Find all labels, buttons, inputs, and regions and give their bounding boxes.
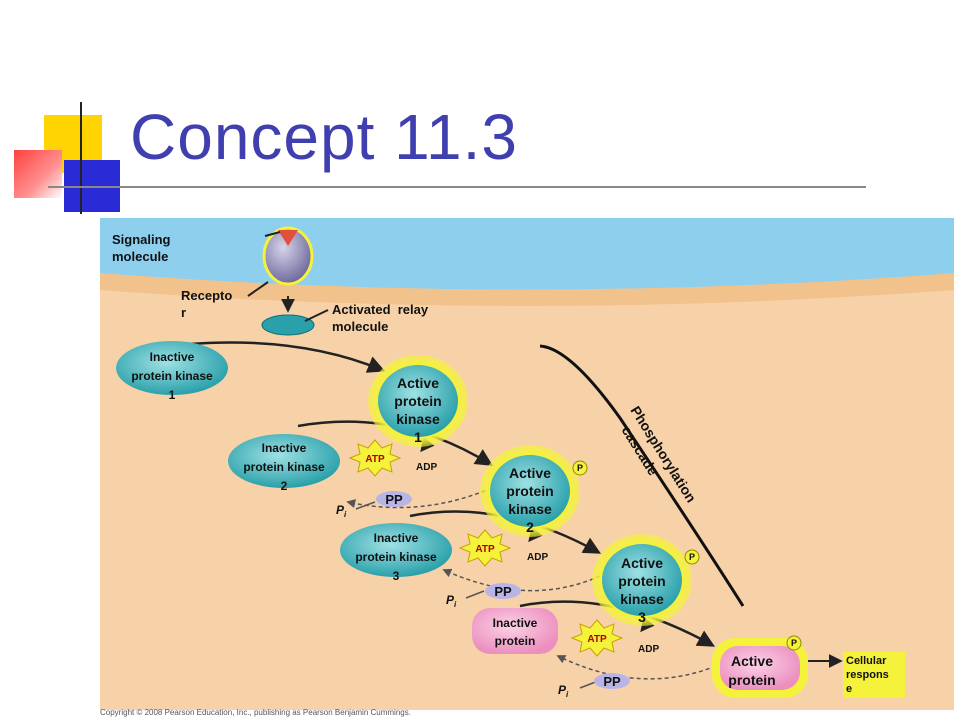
active-kinase-3-shape <box>602 544 682 616</box>
pi-label-2: Pi <box>446 593 457 609</box>
pp-oval-3 <box>594 673 630 689</box>
pp-oval-1 <box>376 491 412 507</box>
pi-label-3: Pi <box>558 683 569 699</box>
signaling-molecule-shape <box>278 230 298 246</box>
inactive-protein-shape <box>472 608 558 654</box>
pp-label-3: PP <box>603 674 621 689</box>
receptor-protein <box>262 226 314 286</box>
pp-label-1: PP <box>385 492 403 507</box>
atp-label-3: ATP <box>587 634 607 645</box>
decor-horizontal-line <box>48 186 866 188</box>
decor-red-square <box>14 150 62 198</box>
phosphate-label-4: P <box>791 638 797 648</box>
copyright-notice: Copyright © 2008 Pearson Education, Inc.… <box>100 708 411 717</box>
atp-burst-1 <box>348 439 402 477</box>
active-kinase-2-shape <box>490 455 570 527</box>
active-protein-shape <box>720 646 800 690</box>
atp-label-1: ATP <box>365 454 385 465</box>
adp-label-3: ADP <box>638 644 659 655</box>
atp-burst-3 <box>570 619 624 657</box>
phosphate-circle-4 <box>786 635 802 651</box>
decor-vertical-line <box>80 102 82 214</box>
pi-label-1: Pi <box>336 503 347 519</box>
phosphate-label-2: P <box>577 463 583 473</box>
inactive-kinase-1-shape <box>116 341 228 395</box>
adp-label-1: ADP <box>416 462 437 473</box>
active-kinase-1-shape <box>378 365 458 437</box>
phosphate-circle-3 <box>684 549 700 565</box>
pp-label-2: PP <box>494 584 512 599</box>
relay-molecule <box>261 314 315 336</box>
slide-title: Concept 11.3 <box>130 101 518 173</box>
adp-label-2: ADP <box>527 552 548 563</box>
cascade-bracket <box>539 344 745 607</box>
pp-oval-2 <box>485 583 521 599</box>
inactive-kinase-2-shape <box>228 434 340 488</box>
cellular-response-box <box>843 652 905 698</box>
atp-burst-2 <box>458 529 512 567</box>
phosphate-label-3: P <box>689 552 695 562</box>
phosphate-circle-2 <box>572 460 588 476</box>
atp-label-2: ATP <box>475 544 495 555</box>
inactive-kinase-3-shape <box>340 523 452 577</box>
